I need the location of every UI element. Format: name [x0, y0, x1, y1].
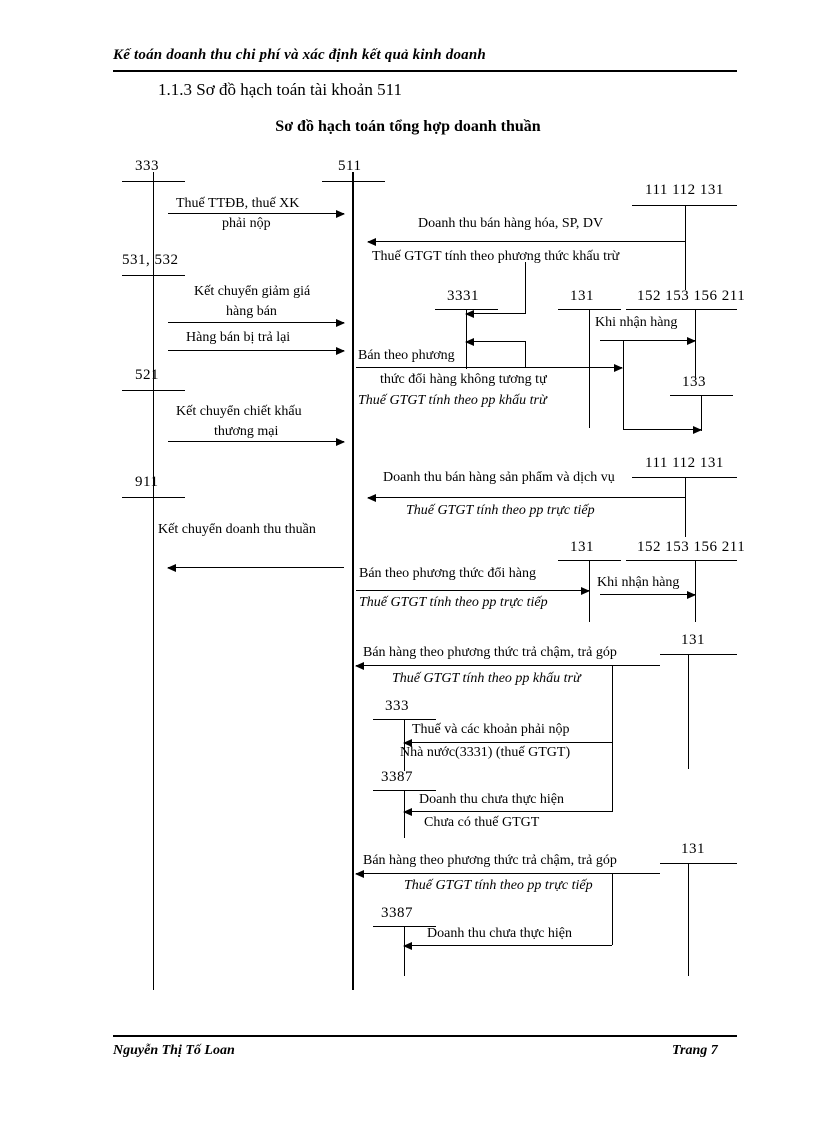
label-hang-ban-bi-tra-lai: Hàng bán bị trả lại — [186, 330, 291, 345]
label-ket-chuyen-chiet-khau: Kết chuyển chiết khấu — [176, 404, 302, 419]
vline-branch-133 — [623, 340, 624, 430]
footer-author: Nguyễn Thị Tố Loan — [113, 1043, 235, 1058]
tbar-111-112-131-second — [632, 477, 737, 478]
account-label-3331: 3331 — [447, 288, 479, 304]
section-heading: 1.1.3 Sơ đồ hạch toán tài khoản 511 — [158, 80, 402, 99]
account-label-133: 133 — [682, 374, 706, 390]
vline-3387-lower — [404, 926, 405, 976]
arrow-511-to-911 — [167, 563, 344, 572]
label-ket-chuyen-giam-gia: Kết chuyển giảm giá — [194, 284, 311, 299]
account-label-3387-upper: 3387 — [381, 769, 413, 785]
label-thue-gtgt-truc-tiep-second: Thuế GTGT tính theo pp trực tiếp — [406, 503, 595, 518]
label-thue-ttdb: Thuế TTĐB, thuế XK — [176, 196, 300, 211]
hline-ban-theo-phuong — [356, 367, 525, 368]
arrow-to-3387-lower — [403, 941, 612, 950]
arrow-131-to-152-second — [600, 590, 696, 599]
label-thue-va-cac-khoan-phai-nop: Thuế và các khoản phải nộp — [412, 722, 570, 737]
vline-131-mid — [589, 309, 590, 428]
account-label-911: 911 — [135, 474, 159, 490]
account-label-152-153-156-211-mid: 152 153 156 211 — [637, 288, 746, 304]
tbar-131-tra-gop-2 — [660, 863, 737, 864]
arrow-doi-hang-to-131-mid — [525, 363, 623, 372]
arrow-131-to-152-mid — [600, 336, 696, 345]
account-label-111-112-131-second: 111 112 131 — [645, 455, 724, 471]
vline-connector-333-lower — [612, 665, 613, 743]
vline-connector-3387-upper — [612, 742, 613, 812]
label-chua-co-thue-gtgt: Chưa có thuế GTGT — [424, 815, 540, 830]
account-label-152-153-156-211-second: 152 153 156 211 — [637, 539, 746, 555]
arrow-to-3331-upper — [465, 309, 525, 318]
arrow-531-532-to-511 — [168, 318, 345, 327]
vline-connector-3331-lower — [525, 341, 526, 367]
vline-133 — [701, 395, 702, 431]
arrow-511-to-131-second — [356, 586, 590, 595]
label-khi-nhan-hang-mid: Khi nhận hàng — [595, 315, 678, 330]
label-ban-theo-phuong-thuc-doi-hang: Bán theo phương thức đổi hàng — [359, 566, 536, 581]
account-label-131-tra-gop-1: 131 — [681, 632, 705, 648]
footer-rule — [113, 1035, 737, 1037]
arrow-111-112-131-to-511-second — [367, 493, 685, 502]
label-thue-gtgt-truc-tiep-tra-gop: Thuế GTGT tính theo pp trực tiếp — [404, 878, 593, 893]
vline-131-tra-gop-2 — [688, 863, 689, 976]
label-nha-nuoc-3331-thue-gtgt: Nhà nước(3331) (thuế GTGT) — [400, 745, 571, 760]
running-head: Kế toán doanh thu chi phí và xác định kế… — [113, 47, 486, 63]
account-label-3387-lower: 3387 — [381, 905, 413, 921]
account-label-521: 521 — [135, 367, 159, 383]
label-doanh-thu-ban-hang-hoa: Doanh thu bán hàng hóa, SP, DV — [418, 216, 604, 231]
footer-page-number: Trang 7 — [672, 1043, 718, 1058]
label-ban-hang-tra-cham-tra-gop-2: Bán hàng theo phương thức trả chậm, trả … — [363, 853, 617, 868]
arrow-to-3331-lower — [465, 337, 525, 346]
tbar-111-112-131-top — [632, 205, 737, 206]
arrow-333-to-511 — [168, 209, 345, 218]
label-ket-chuyen-doanh-thu-thuan: Kết chuyển doanh thu thuần — [158, 522, 316, 537]
vline-131-tra-gop-1 — [688, 654, 689, 769]
account-label-131-mid: 131 — [570, 288, 594, 304]
header-rule — [113, 70, 737, 72]
diagram-title: Sơ đồ hạch toán tổng hợp doanh thuần — [275, 118, 541, 135]
label-hang-ban: hàng bán — [226, 304, 277, 319]
label-doanh-thu-chua-thuc-hien-lower: Doanh thu chưa thực hiện — [427, 926, 573, 941]
vline-511 — [352, 172, 354, 990]
tbar-152-153-156-211-mid — [626, 309, 737, 310]
label-thuong-mai: thương mại — [214, 424, 279, 439]
label-khi-nhan-hang-second: Khi nhận hàng — [597, 575, 680, 590]
vline-111-112-131-top — [685, 205, 686, 290]
arrow-to-3387-upper — [403, 807, 612, 816]
label-doanh-thu-san-pham-dich-vu: Doanh thu bán hàng sản phẩm và dịch vụ — [383, 470, 615, 485]
label-ban-hang-tra-cham-tra-gop-1: Bán hàng theo phương thức trả chậm, trả … — [363, 645, 617, 660]
vline-111-112-131-second — [685, 477, 686, 537]
account-label-111-112-131-top: 111 112 131 — [645, 182, 724, 198]
arrow-521-to-511 — [168, 437, 345, 446]
vline-left-accounts — [153, 172, 154, 990]
arrow-branch-to-133 — [623, 425, 702, 434]
arrow-to-333-lower — [403, 738, 612, 747]
tbar-131-tra-gop-1 — [660, 654, 737, 655]
label-thuc-doi-hang: thức đổi hàng không tương tự — [380, 372, 547, 387]
account-label-333-lower: 333 — [385, 698, 409, 714]
arrow-111-112-131-to-511-top — [367, 237, 685, 246]
tbar-152-153-156-211-second — [626, 560, 737, 561]
label-ban-theo-phuong: Bán theo phương — [358, 348, 455, 363]
label-thue-gtgt-truc-tiep-doi-hang: Thuế GTGT tính theo pp trực tiếp — [359, 595, 548, 610]
vline-connector-3331-upper — [525, 262, 526, 314]
account-label-333-left: 333 — [135, 158, 159, 174]
account-label-511: 511 — [338, 158, 362, 174]
label-thue-gtgt-khau-tru-tra-gop: Thuế GTGT tính theo pp khấu trừ — [392, 671, 581, 686]
account-label-531-532: 531, 532 — [122, 252, 179, 268]
account-label-131-second: 131 — [570, 539, 594, 555]
arrow-131-to-511-tra-gop-1 — [355, 661, 660, 670]
label-thue-gtgt-pp-khau-tru: Thuế GTGT tính theo pp khấu trừ — [358, 393, 547, 408]
vline-connector-3387-lower — [612, 873, 613, 945]
arrow-131-to-511-tra-gop-2 — [355, 869, 660, 878]
account-label-131-tra-gop-2: 131 — [681, 841, 705, 857]
label-doanh-thu-chua-thuc-hien-upper: Doanh thu chưa thực hiện — [419, 792, 565, 807]
label-phai-nop: phải nộp — [222, 216, 271, 231]
label-thue-gtgt-khau-tru-top: Thuế GTGT tính theo phương thức khấu trừ — [372, 249, 620, 264]
arrow-hang-tra-lai-to-511 — [168, 346, 345, 355]
